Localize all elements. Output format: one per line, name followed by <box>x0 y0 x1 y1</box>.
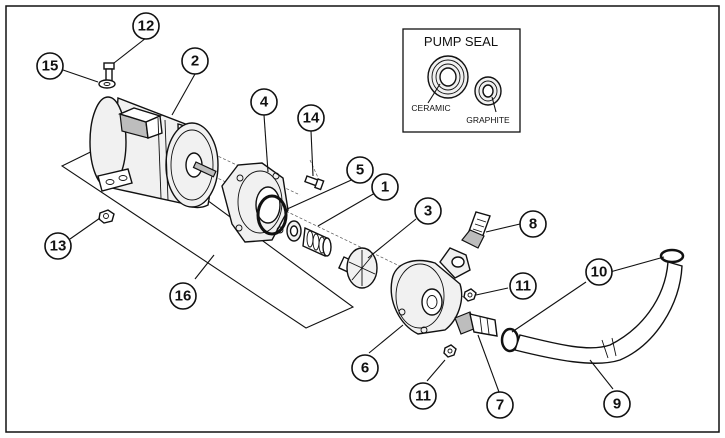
pump-housing-drawing <box>390 247 471 335</box>
hose-clamp-upper-drawing <box>659 248 685 264</box>
callout-3: 3 <box>414 197 442 225</box>
callout-11-lower: 11 <box>409 382 437 410</box>
ceramic-label: CERAMIC <box>411 103 450 113</box>
svg-text:4: 4 <box>260 94 269 111</box>
callout-12: 12 <box>132 12 160 40</box>
svg-text:11: 11 <box>415 388 431 405</box>
screw-14-drawing <box>304 175 325 191</box>
inset-frame <box>402 28 521 133</box>
hose-9-drawing <box>514 261 683 364</box>
impeller-drawing <box>337 247 378 289</box>
seal-assembly-drawing <box>286 220 332 258</box>
callout-16: 16 <box>169 282 197 310</box>
callout-10: 10 <box>585 258 613 286</box>
callout-14: 14 <box>297 104 325 132</box>
svg-text:6: 6 <box>361 360 369 377</box>
svg-text:10: 10 <box>591 264 608 281</box>
svg-text:7: 7 <box>496 397 504 414</box>
svg-text:14: 14 <box>303 110 320 127</box>
graphite-seal-drawing <box>474 76 502 113</box>
svg-text:1: 1 <box>381 179 389 196</box>
nut-11-lower-drawing <box>443 344 457 358</box>
pump-seal-inset: PUMP SEAL CERAMIC GRAPHITE <box>402 28 521 133</box>
svg-text:8: 8 <box>529 216 537 233</box>
o-ring-5-drawing <box>256 194 288 236</box>
bolt-12-drawing <box>103 62 115 82</box>
inset-title: PUMP SEAL <box>424 34 498 49</box>
nut-11-upper-drawing <box>463 288 477 302</box>
leader-lines <box>62 37 665 393</box>
washer-15-drawing <box>98 79 116 89</box>
callout-8: 8 <box>519 210 547 238</box>
callout-7: 7 <box>486 391 514 419</box>
callout-11-upper: 11 <box>509 272 537 300</box>
svg-text:2: 2 <box>191 53 199 70</box>
svg-text:13: 13 <box>50 238 67 255</box>
svg-text:16: 16 <box>175 288 192 305</box>
svg-text:3: 3 <box>424 203 432 220</box>
ceramic-seal-drawing <box>427 55 469 104</box>
nut-13-drawing <box>98 209 115 224</box>
hose-fitting-7-drawing <box>454 311 498 337</box>
callout-1: 1 <box>371 173 399 201</box>
fitting-8-drawing <box>461 211 491 249</box>
adapter-bracket-drawing <box>221 162 289 243</box>
svg-text:11: 11 <box>515 278 531 295</box>
callout-4: 4 <box>250 88 278 116</box>
callout-6: 6 <box>351 354 379 382</box>
svg-text:5: 5 <box>356 162 364 179</box>
callout-5: 5 <box>346 156 374 184</box>
diagram-frame <box>5 5 720 433</box>
callout-9: 9 <box>603 390 631 418</box>
svg-text:15: 15 <box>42 58 59 75</box>
callout-15: 15 <box>36 52 64 80</box>
graphite-label: GRAPHITE <box>466 115 510 125</box>
svg-text:9: 9 <box>613 396 621 413</box>
callout-13: 13 <box>44 232 72 260</box>
motor-drawing <box>89 96 219 209</box>
callout-2: 2 <box>181 47 209 75</box>
svg-text:12: 12 <box>138 18 155 35</box>
